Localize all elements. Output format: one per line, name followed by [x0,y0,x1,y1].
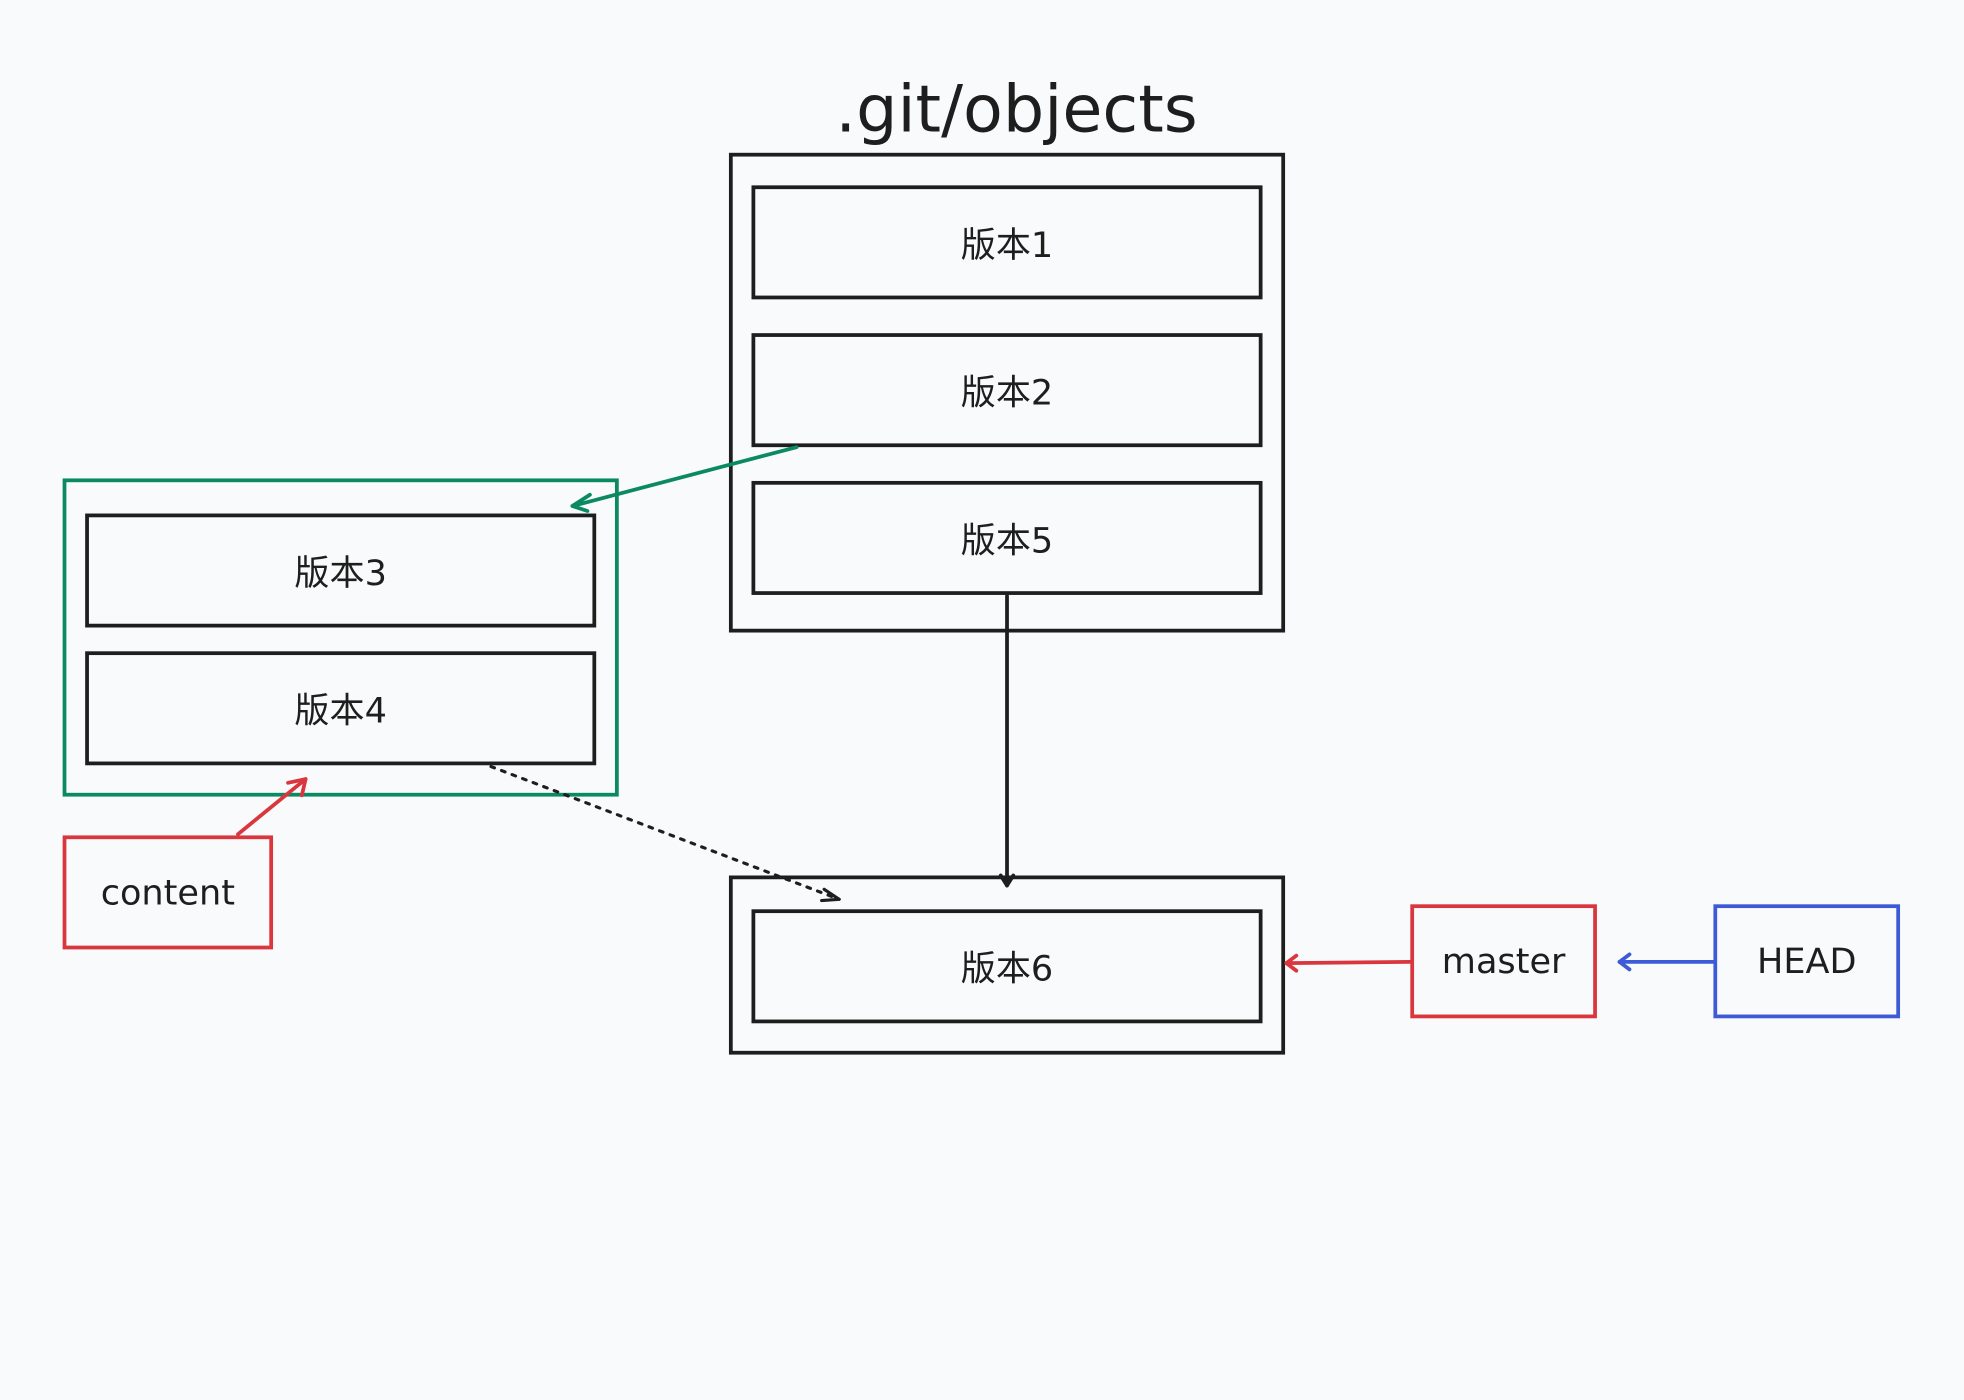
objects-title: .git/objects [835,72,1198,148]
version-5-node: 版本5 [751,480,1263,595]
content-arrow [236,777,308,837]
version-2-node: 版本2 [751,333,1263,448]
black-arrow [998,594,1016,888]
green-arrow [570,445,799,513]
version-3-node: 版本3 [85,513,597,628]
head-ref: HEAD [1713,904,1901,1019]
head-arrow [1617,952,1716,972]
branch-group [62,478,619,797]
version-1-node: 版本1 [751,185,1263,300]
version-6-node: 版本6 [751,909,1263,1024]
version-4-node: 版本4 [85,651,597,766]
dotted-arrow [489,764,841,903]
content-ref: content [62,835,274,950]
master-ref: master [1410,904,1597,1019]
connectors-layer [236,445,1716,973]
master-arrow [1284,953,1413,973]
